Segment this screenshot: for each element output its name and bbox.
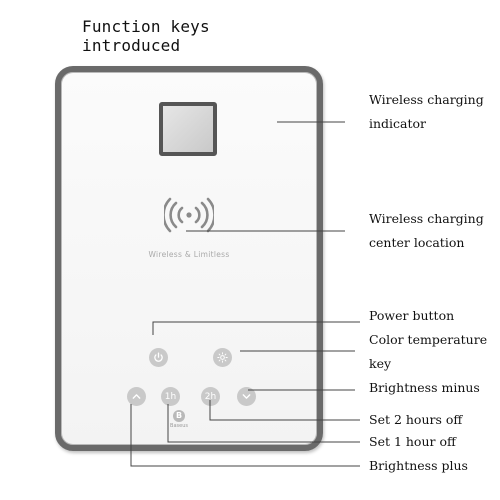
wireless-signal-icon: [164, 197, 214, 233]
power-button[interactable]: [149, 348, 168, 367]
brightness-minus-button[interactable]: [237, 387, 256, 406]
callout-wireless-center-line2: center location: [369, 235, 465, 250]
brightness-plus-button[interactable]: [127, 387, 146, 406]
brand-mark: B: [173, 410, 185, 422]
callout-brightness-minus: Brightness minus: [369, 380, 480, 395]
callout-wireless-indicator-line2: indicator: [369, 116, 427, 131]
callout-set-1-hour: Set 1 hour off: [369, 434, 456, 449]
one-hour-label: 1h: [164, 391, 177, 402]
callout-color-temperature-line1: Color temperature: [369, 332, 488, 347]
power-icon: [154, 352, 163, 362]
leader-2h: [209, 400, 360, 421]
callout-set-2-hours: Set 2 hours off: [369, 412, 463, 427]
wireless-label: Wireless & Limitless: [148, 250, 230, 259]
callout-color-temperature-line2: key: [369, 356, 392, 371]
callout-wireless-indicator-line1: Wireless charging: [369, 92, 484, 107]
color-temperature-key[interactable]: [213, 348, 232, 367]
one-hour-button[interactable]: 1h: [161, 387, 180, 406]
charger-device: Wireless & Limitless 1h 2h: [55, 66, 323, 451]
callout-power: Power button: [369, 308, 455, 323]
two-hours-button[interactable]: 2h: [201, 387, 220, 406]
callout-wireless-center: Wireless charging center location: [369, 207, 484, 255]
brand-name: Baseus: [170, 423, 188, 429]
leader-brightness-plus: [130, 404, 360, 467]
brand-logo: B Baseus: [161, 410, 197, 429]
leader-1h: [167, 404, 360, 443]
callout-wireless-indicator: Wireless charging indicator: [369, 88, 484, 136]
callout-color-temperature: Color temperature key: [369, 328, 487, 376]
wireless-charging-indicator: [159, 102, 217, 156]
chevron-up-icon: [132, 394, 141, 399]
page-title: Function keys introduced: [82, 17, 210, 55]
sun-icon: [217, 352, 228, 363]
leader-power: [152, 321, 360, 335]
callout-wireless-center-line1: Wireless charging: [369, 211, 484, 226]
callout-brightness-plus: Brightness plus: [369, 458, 468, 473]
two-hours-label: 2h: [204, 391, 217, 402]
chevron-down-icon: [242, 394, 251, 399]
